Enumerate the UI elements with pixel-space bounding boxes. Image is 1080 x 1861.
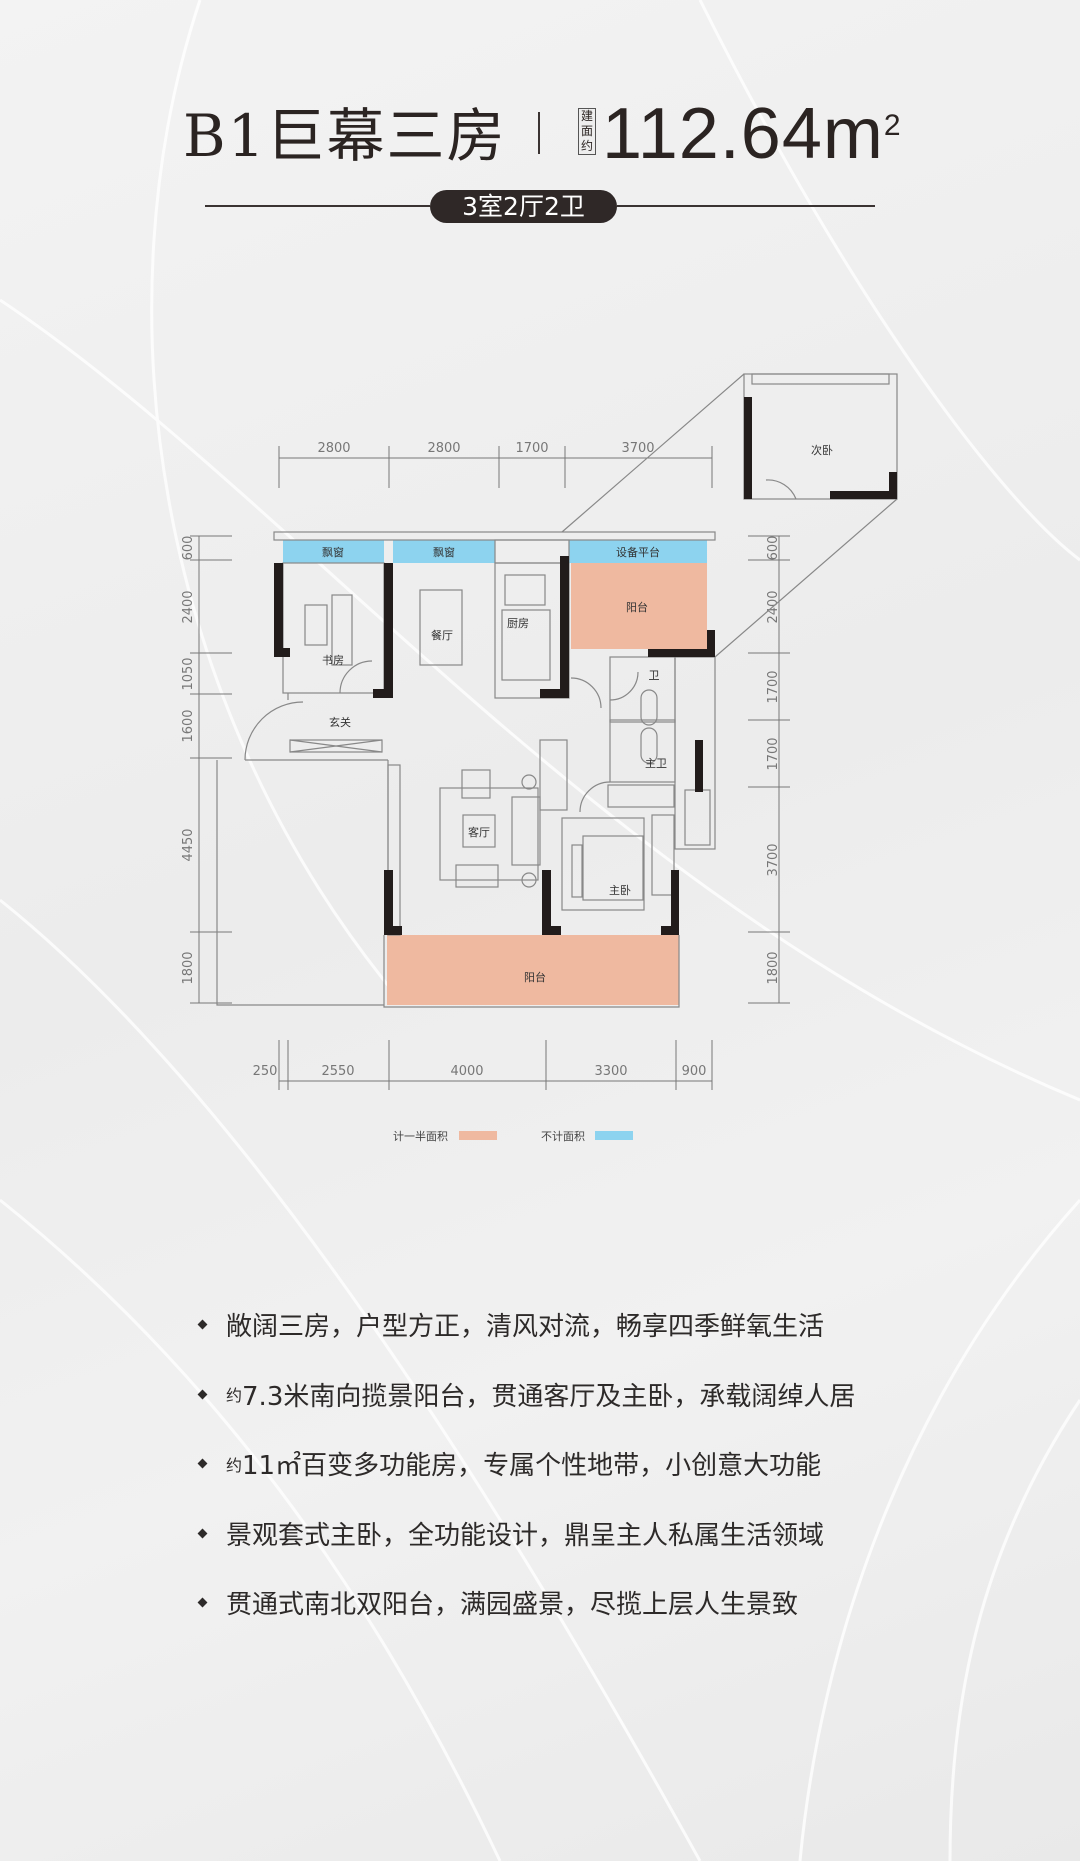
bottom-dim-4: 3300 (594, 1064, 627, 1079)
label-kitchen: 厨房 (507, 617, 529, 630)
layout-pill: 3室2厅2卫 (430, 190, 617, 223)
feature-text: 贯通式南北双阳台，满园盛景，尽揽上层人生景致 (226, 1590, 799, 1621)
dimension-lines (190, 446, 790, 1090)
label-foyer: 玄关 (329, 715, 351, 729)
feature-item: 敞阔三房，户型方正，清风对流，畅享四季鲜氧生活 (195, 1290, 855, 1360)
feature-text: 7.3米南向揽景阳台，贯通客厅及主卧，承载阔绰人居 (242, 1381, 856, 1412)
right-dim-1: 600 (766, 536, 781, 561)
left-dim-1: 600 (181, 536, 196, 561)
label-bay-window-2: 飘窗 (433, 545, 455, 559)
left-dim-5: 4450 (181, 828, 196, 861)
area-unit-sup: 2 (883, 109, 902, 142)
label-master-bedroom: 主卧 (609, 884, 631, 897)
label-master-bath: 主卫 (645, 757, 667, 770)
left-dim-2: 2400 (181, 590, 196, 623)
area-number: 112.64m (602, 94, 884, 174)
legend-label-excluded-area: 不计面积 (541, 1130, 585, 1143)
right-dim-5: 3700 (766, 843, 781, 876)
feature-item: 景观套式主卧，全功能设计，鼎呈主人私属生活领域 (195, 1499, 855, 1569)
left-dim-4: 1600 (181, 709, 196, 742)
feature-prefix: 约 (226, 1455, 243, 1475)
plan-outlines (216, 373, 898, 1008)
diamond-bullet-icon (197, 1319, 208, 1330)
area-tag: 建面约 (578, 108, 596, 155)
label-bay-window-1: 飘窗 (322, 545, 344, 559)
right-dim-4: 1700 (766, 737, 781, 770)
label-living: 客厅 (468, 825, 490, 839)
label-south-balcony: 阳台 (524, 970, 546, 984)
label-bath: 卫 (649, 669, 660, 682)
diamond-bullet-icon (197, 1389, 208, 1400)
top-dim-4: 3700 (621, 441, 654, 456)
area-value: 112.64m2 (602, 94, 902, 174)
label-north-balcony: 阳台 (626, 600, 648, 614)
header-rule-left (205, 205, 430, 207)
left-dim-6: 1800 (181, 951, 196, 984)
legend: 计一半面积 不计面积 (393, 1129, 633, 1143)
label-second-bedroom: 次卧 (811, 443, 833, 457)
bottom-dim-2: 2550 (321, 1064, 354, 1079)
top-dim-3: 1700 (515, 441, 548, 456)
north-balcony-area (571, 563, 707, 649)
page-title: B1巨幕三房 (183, 102, 507, 170)
feature-prefix: 约 (226, 1386, 243, 1406)
feature-text: 敞阔三房，户型方正，清风对流，畅享四季鲜氧生活 (226, 1312, 825, 1343)
south-balcony-area (387, 935, 679, 1005)
bay-window-2-area (393, 540, 495, 563)
bottom-dim-5: 900 (682, 1064, 707, 1079)
diamond-bullet-icon (197, 1458, 208, 1469)
legend-label-half-area: 计一半面积 (393, 1129, 448, 1143)
bay-window-1-area (283, 540, 384, 563)
header-rule-right (617, 205, 875, 207)
feature-item: 贯通式南北双阳台，满园盛景，尽揽上层人生景致 (195, 1568, 855, 1638)
feature-text: 景观套式主卧，全功能设计，鼎呈主人私属生活领域 (226, 1520, 825, 1551)
legend-swatch-excluded-area (595, 1131, 633, 1140)
feature-text: 11㎡百变多功能房，专属个性地带，小创意大功能 (242, 1451, 822, 1482)
diamond-bullet-icon (197, 1528, 208, 1539)
label-study: 书房 (322, 654, 344, 667)
bottom-dim-3: 4000 (450, 1064, 483, 1079)
right-dim-6: 1800 (766, 951, 781, 984)
bottom-dim-1: 250 (253, 1064, 278, 1079)
left-dim-3: 1050 (181, 657, 196, 690)
label-dining: 餐厅 (431, 628, 453, 642)
title-divider (538, 112, 540, 154)
diamond-bullet-icon (197, 1597, 208, 1608)
structural-walls (274, 397, 897, 935)
label-equipment-platform: 设备平台 (616, 545, 660, 559)
right-dim-3: 1700 (766, 670, 781, 703)
top-dim-2: 2800 (427, 441, 460, 456)
legend-swatch-half-area (459, 1131, 497, 1140)
equipment-platform-area (569, 540, 707, 563)
top-dim-1: 2800 (317, 441, 350, 456)
